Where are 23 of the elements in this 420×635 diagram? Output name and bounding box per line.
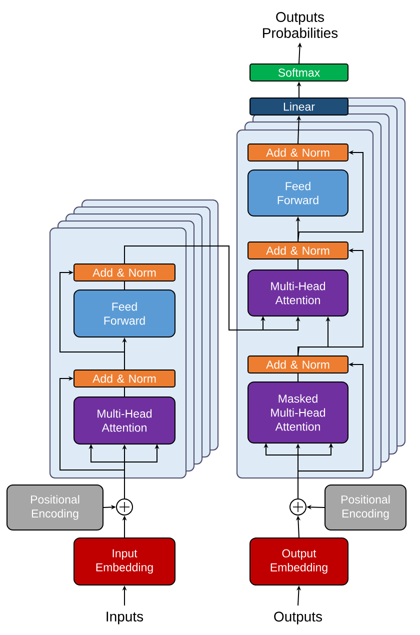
output-label: Outputs Probabilities — [263, 12, 338, 38]
input-label: Inputs — [106, 612, 144, 624]
norm-box: Add & Norm — [74, 370, 176, 388]
embedding-box: Output Embedding — [250, 538, 348, 586]
norm-box: Add & Norm — [74, 264, 176, 282]
output-label: Outputs — [274, 612, 322, 624]
encoding-box: Positional Encoding — [6, 484, 104, 530]
encoding-box: Positional Encoding — [324, 484, 406, 530]
embedding-box: Input Embedding — [74, 538, 176, 586]
linear-box: Linear — [250, 98, 348, 116]
add-circle — [116, 498, 133, 516]
norm-box: Add & Norm — [248, 242, 348, 260]
add-circle — [290, 498, 306, 516]
softmax-box: Softmax — [250, 64, 348, 82]
feed-forward-box: Feed Forward — [74, 290, 176, 338]
attention-box: Multi-Head Attention — [74, 396, 176, 444]
feed-forward-box: Feed Forward — [248, 170, 348, 216]
attention-box: Masked Multi-Head Attention — [248, 382, 348, 444]
arrow — [60, 270, 125, 370]
norm-box: Add & Norm — [248, 356, 348, 374]
arrow — [60, 376, 125, 499]
norm-box: Add & Norm — [248, 144, 348, 162]
attention-box: Multi-Head Attention — [248, 270, 348, 316]
